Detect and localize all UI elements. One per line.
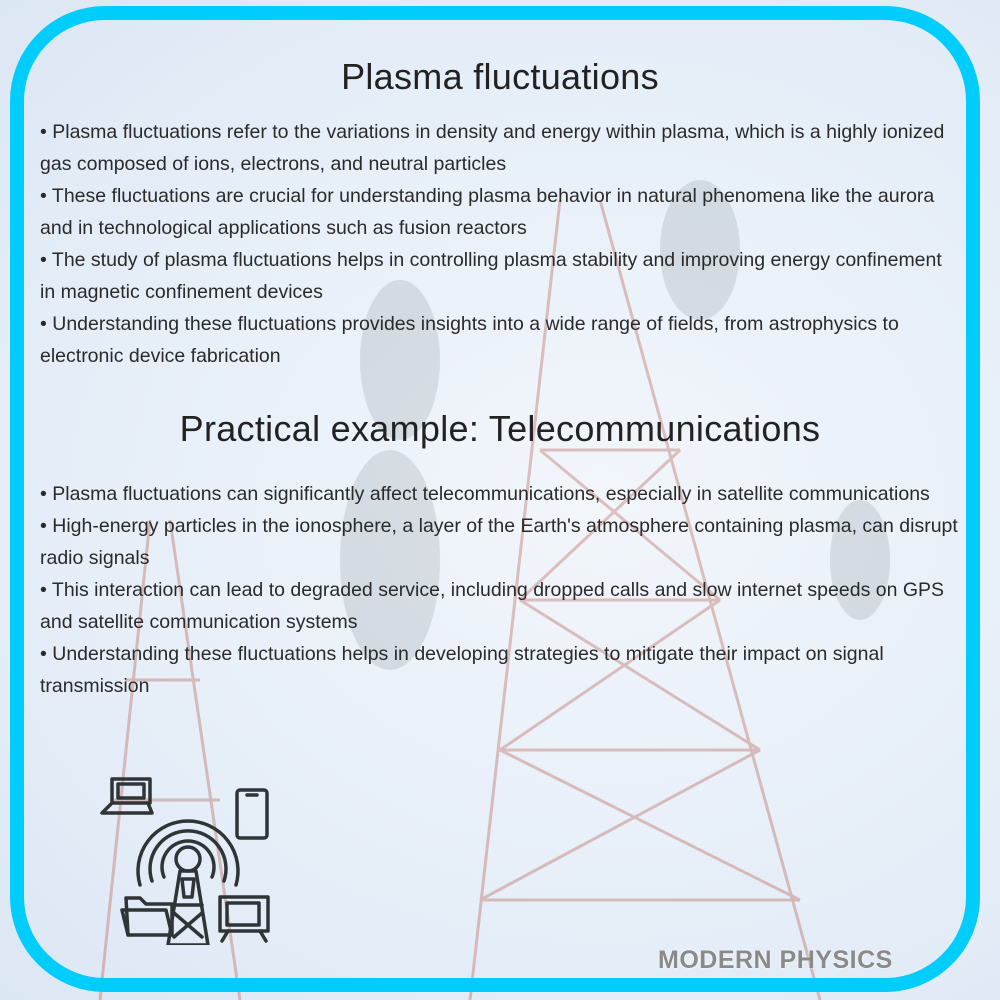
bullet-item: Understanding these fluctuations helps i… <box>40 638 960 702</box>
folder-icon <box>120 896 174 937</box>
bullet-item: Plasma fluctuations can significantly af… <box>40 478 960 510</box>
smartphone-icon <box>235 788 269 840</box>
card-frame <box>10 6 980 992</box>
bullet-item: High-energy particles in the ionosphere,… <box>40 510 960 574</box>
telecommunications-list: Plasma fluctuations can significantly af… <box>40 478 960 702</box>
bullet-item: This interaction can lead to degraded se… <box>40 574 960 638</box>
brand-watermark: MODERN PHYSICS <box>658 946 893 974</box>
tv-icon <box>218 895 270 943</box>
bullet-item: The study of plasma fluctuations helps i… <box>40 244 960 308</box>
section-title-practical-example: Practical example: Telecommunications <box>179 408 821 449</box>
bullet-item: Understanding these fluctuations provide… <box>40 308 960 372</box>
plasma-fluctuations-list: Plasma fluctuations refer to the variati… <box>40 116 960 372</box>
laptop-icon <box>100 777 154 815</box>
telecom-tower-network-icon <box>100 775 275 947</box>
broadcast-tower-icon <box>166 869 210 947</box>
bullet-item: Plasma fluctuations refer to the variati… <box>40 116 960 180</box>
broadcast-waves-icon <box>136 819 240 887</box>
section-title-plasma-fluctuations: Plasma fluctuations <box>341 56 659 97</box>
bullet-item: These fluctuations are crucial for under… <box>40 180 960 244</box>
